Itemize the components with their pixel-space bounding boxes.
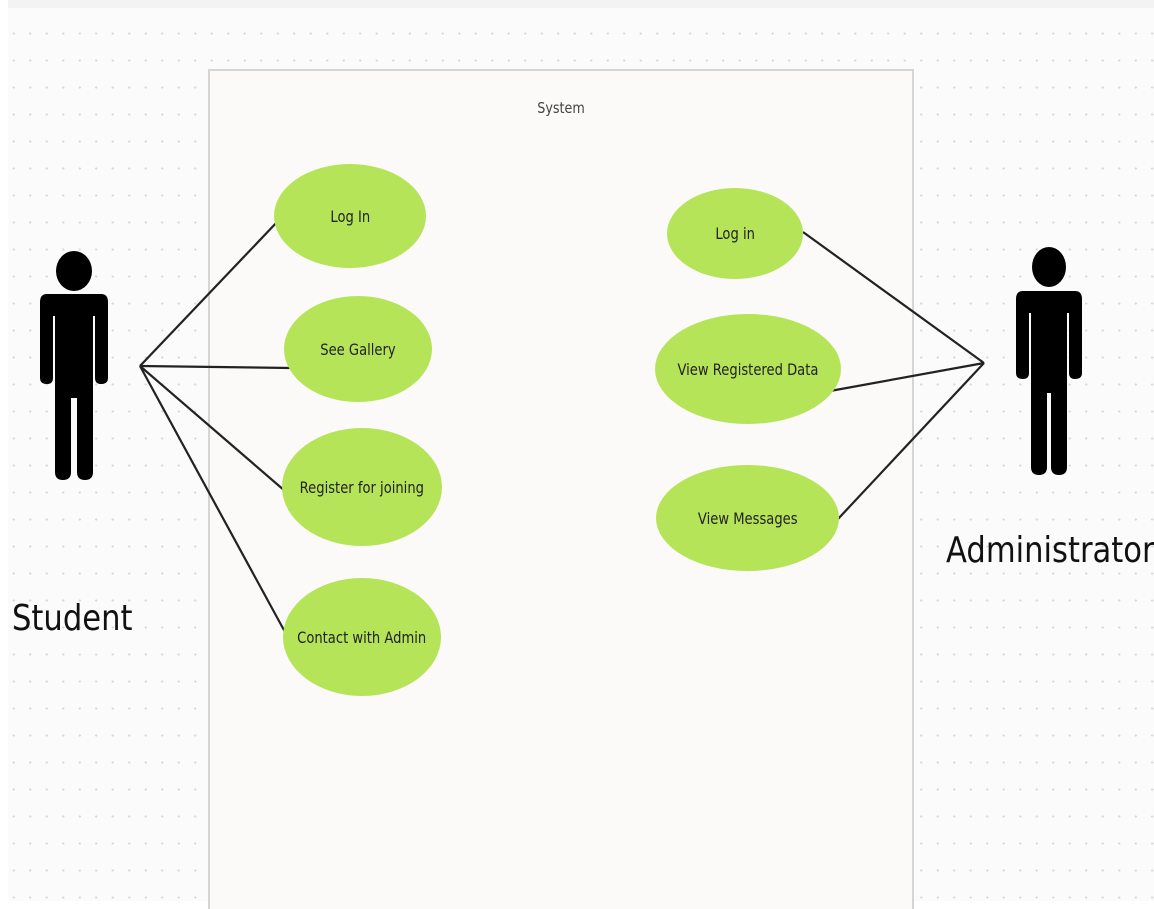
use-case-admin-log-in-label: Log in (715, 224, 755, 243)
administrator-label: Administrator (946, 530, 1154, 571)
line-student-gallery (139, 364, 292, 370)
use-case-view-messages-label: View Messages (697, 508, 798, 528)
use-case-contact-with-admin[interactable]: Contact with Admin (283, 578, 441, 696)
use-case-log-in-label: Log In (330, 206, 370, 226)
line-student-contact (139, 365, 286, 633)
line-admin-registered (829, 361, 985, 393)
system-label: System (537, 99, 585, 117)
line-admin-login (802, 231, 985, 364)
line-student-register (139, 365, 286, 492)
administrator-actor-icon (1016, 247, 1082, 475)
use-case-register-for-joining-label: Register for joining (299, 477, 425, 497)
student-label: Student (12, 598, 133, 639)
use-case-view-messages[interactable]: View Messages (656, 465, 839, 571)
use-case-view-registered-data-label: View Registered Data (677, 359, 819, 379)
line-admin-messages (837, 362, 985, 520)
line-student-login (139, 220, 279, 367)
use-case-see-gallery-label: See Gallery (320, 339, 396, 359)
use-case-log-in[interactable]: Log In (274, 164, 426, 268)
use-case-admin-log-in[interactable]: Log in (667, 188, 803, 279)
student-actor-icon (40, 251, 108, 480)
use-case-contact-with-admin-label: Contact with Admin (297, 627, 427, 647)
use-case-view-registered-data[interactable]: View Registered Data (655, 314, 841, 424)
use-case-register-for-joining[interactable]: Register for joining (282, 428, 442, 546)
top-strip (8, 0, 1154, 8)
use-case-see-gallery[interactable]: See Gallery (284, 296, 432, 402)
